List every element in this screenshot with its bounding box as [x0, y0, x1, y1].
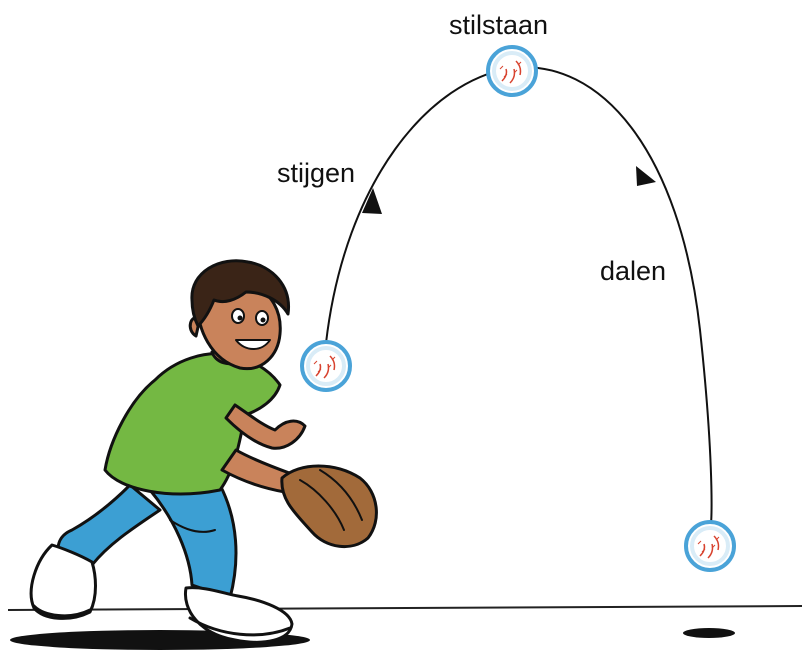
front-leg — [148, 483, 238, 600]
front-arm — [224, 403, 307, 450]
smile — [235, 339, 271, 350]
baseball-icon-top — [486, 45, 538, 97]
hair — [190, 259, 290, 328]
arrowhead-down-icon — [636, 166, 656, 186]
boy-figure — [29, 259, 378, 644]
label-stijgen: stijgen — [277, 158, 356, 188]
baseball-icon-rising — [300, 340, 352, 392]
label-stilstaan: stilstaan — [449, 10, 549, 40]
trajectory-curve — [325, 66, 713, 526]
baseball-icon-landing — [684, 520, 736, 572]
back-shoe — [29, 543, 97, 620]
ground-line — [7, 605, 802, 611]
ball-shadow — [683, 628, 735, 638]
arrowhead-up-icon — [362, 188, 382, 214]
label-dalen: dalen — [600, 256, 667, 286]
